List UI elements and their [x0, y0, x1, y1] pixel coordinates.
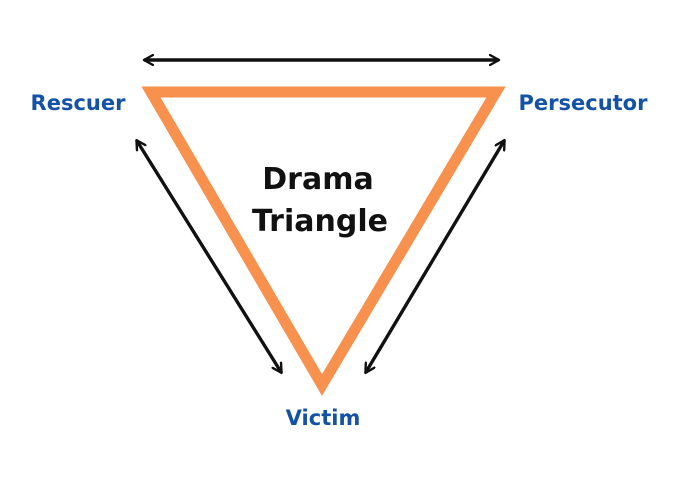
label-persecutor: Persecutor: [519, 91, 649, 115]
label-victim: Victim: [286, 406, 361, 430]
label-rescuer: Rescuer: [31, 91, 127, 115]
diagram-title-line-2: Triangle: [252, 204, 388, 239]
diagram-title-line-1: Drama: [262, 162, 373, 197]
arrow-rescuer-victim: [137, 141, 281, 372]
arrow-persecutor-victim: [366, 141, 504, 372]
